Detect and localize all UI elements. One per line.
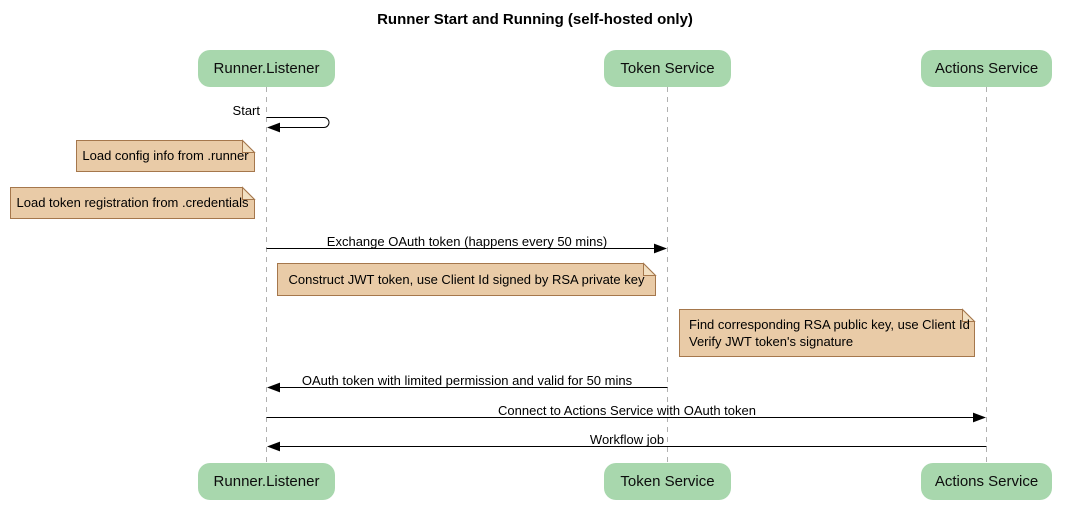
participant-token-service-top: Token Service — [604, 50, 731, 87]
note-load-token-registration-shape — [10, 186, 256, 219]
message-label-connect-actions-service: Connect to Actions Service with OAuth to… — [498, 403, 756, 418]
message-label-start: Start — [232, 103, 260, 118]
note-load-token-registration: Load token registration from .credential… — [16, 195, 249, 210]
message-label-workflow-job: Workflow job — [589, 432, 665, 447]
participant-token-service-bottom: Token Service — [604, 463, 731, 500]
participant-actions-service-bottom: Actions Service — [921, 463, 1052, 500]
arrow-exchange-oauth-token — [266, 243, 667, 254]
note-verify-jwt-line-1: Find corresponding RSA public key, use C… — [689, 317, 970, 332]
note-load-config: Load config info from .runner — [82, 148, 249, 163]
lifelines — [266, 87, 987, 463]
message-label-oauth-token-response: OAuth token with limited permission and … — [301, 373, 633, 388]
arrow-oauth-token-response — [267, 382, 668, 393]
message-label-exchange-oauth-token: Exchange OAuth token (happens every 50 m… — [326, 234, 608, 249]
note-load-config-shape — [76, 139, 256, 172]
note-construct-jwt: Construct JWT token, use Client Id signe… — [288, 272, 645, 287]
participant-runner-listener-top: Runner.Listener — [198, 50, 335, 87]
note-verify-jwt: Find corresponding RSA public key, use C… — [689, 316, 970, 350]
arrow-connect-actions-service — [266, 412, 986, 423]
diagram-title: Runner Start and Running (self-hosted on… — [377, 11, 693, 28]
note-shapes — [10, 139, 976, 357]
note-verify-jwt-shape — [679, 308, 976, 357]
arrow-workflow-job — [267, 441, 987, 452]
self-arrow-start — [266, 117, 330, 133]
note-verify-jwt-line-2: Verify JWT token's signature — [689, 334, 854, 349]
participant-runner-listener-bottom: Runner.Listener — [198, 463, 335, 500]
participant-actions-service-top: Actions Service — [921, 50, 1052, 87]
note-construct-jwt-shape — [277, 262, 657, 296]
